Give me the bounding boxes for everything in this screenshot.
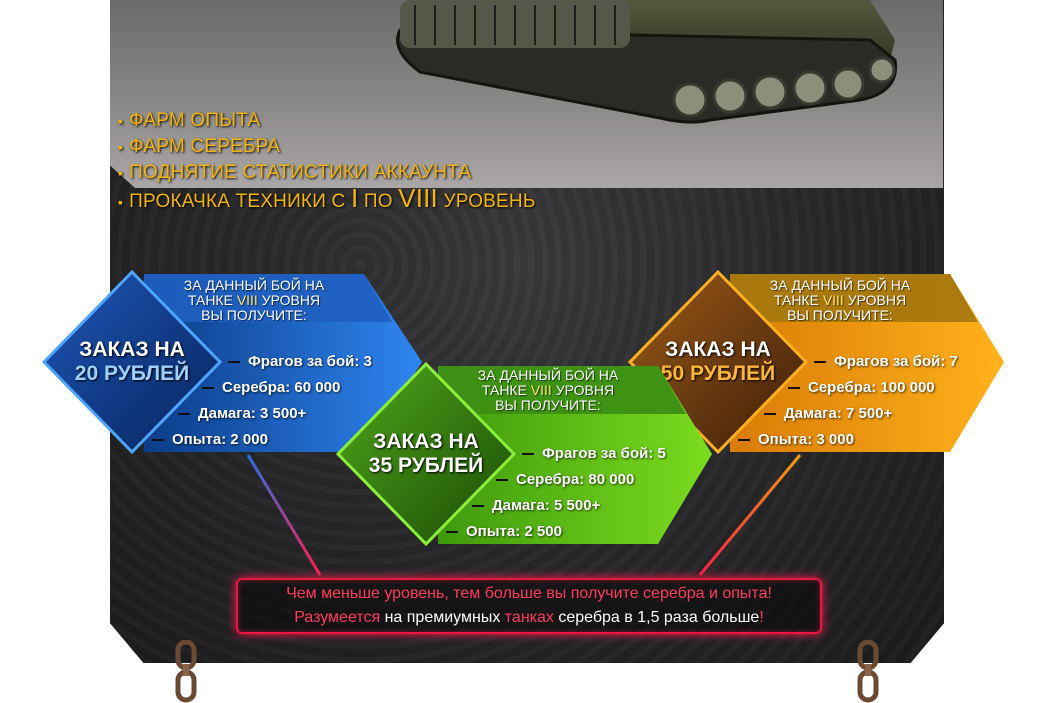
stat-exp: Опыта: 2 500 bbox=[446, 523, 562, 540]
card-heading: ЗА ДАННЫЙ БОЙ НА ТАНКЕ VIII УРОВНЯ ВЫ ПО… bbox=[477, 367, 619, 413]
stat-silver: Серебра: 100 000 bbox=[788, 379, 935, 396]
feature-item: ▪ПРОКАЧКА ТЕХНИКИ С I ПО VIII УРОВЕНЬ bbox=[118, 183, 536, 213]
stat-damage: Дамага: 7 500+ bbox=[764, 405, 892, 422]
bullet-icon: ▪ bbox=[118, 113, 124, 129]
chain-right bbox=[857, 640, 879, 703]
price-card-35[interactable]: ЗА ДАННЫЙ БОЙ НА ТАНКЕ VIII УРОВНЯ ВЫ ПО… bbox=[335, 361, 718, 552]
note-line-1: Чем меньше уровень, тем больше вы получи… bbox=[286, 585, 772, 602]
feature-item: ▪ФАРМ ОПЫТА bbox=[118, 110, 261, 131]
card-shape bbox=[335, 361, 712, 547]
stat-exp: Опыта: 2 000 bbox=[152, 431, 268, 448]
stat-frags: Фрагов за бой: 7 bbox=[814, 353, 958, 370]
feature-list: ▪ФАРМ ОПЫТА ▪ФАРМ СЕРЕБРА ▪ПОДНЯТИЕ СТАТ… bbox=[118, 108, 536, 215]
order-label: ЗАКАЗ НА 50 РУБЛЕЙ bbox=[660, 338, 776, 385]
stat-damage: Дамага: 5 500+ bbox=[472, 497, 600, 514]
price-card-50[interactable]: ЗА ДАННЫЙ БОЙ НА ТАНКЕ VIII УРОВНЯ ВЫ ПО… bbox=[627, 269, 1010, 460]
stat-silver: Серебра: 80 000 bbox=[496, 471, 634, 488]
stat-silver: Серебра: 60 000 bbox=[202, 379, 340, 396]
bullet-icon: ▪ bbox=[118, 139, 124, 155]
stat-exp: Опыта: 3 000 bbox=[738, 431, 854, 448]
feature-item: ▪ПОДНЯТИЕ СТАТИСТИКИ АККАУНТА bbox=[118, 162, 472, 183]
card-heading: ЗА ДАННЫЙ БОЙ НА ТАНКЕ VIII УРОВНЯ ВЫ ПО… bbox=[183, 277, 325, 323]
feature-item: ▪ФАРМ СЕРЕБРА bbox=[118, 136, 281, 157]
price-card-20[interactable]: ЗА ДАННЫЙ БОЙ НА ТАНКЕ VIII УРОВНЯ ВЫ ПО… bbox=[41, 269, 424, 460]
bullet-icon: ▪ bbox=[118, 194, 124, 210]
card-heading: ЗА ДАННЫЙ БОЙ НА ТАНКЕ VIII УРОВНЯ ВЫ ПО… bbox=[769, 277, 911, 323]
stat-damage: Дамага: 3 500+ bbox=[178, 405, 306, 422]
stat-frags: Фрагов за бой: 3 bbox=[228, 353, 372, 370]
chain-left bbox=[175, 640, 197, 703]
stat-frags: Фрагов за бой: 5 bbox=[522, 445, 666, 462]
card-shape bbox=[627, 269, 1004, 455]
tank-image bbox=[396, 0, 898, 124]
bonus-note: Чем меньше уровень, тем больше вы получи… bbox=[236, 578, 822, 634]
card-shape bbox=[41, 269, 422, 455]
bullet-icon: ▪ bbox=[118, 165, 124, 181]
order-label: ЗАКАЗ НА 35 РУБЛЕЙ bbox=[368, 430, 484, 477]
note-line-2: Разумеется на премиумных танках серебра … bbox=[294, 609, 764, 626]
order-label: ЗАКАЗ НА 20 РУБЛЕЙ bbox=[74, 338, 190, 385]
